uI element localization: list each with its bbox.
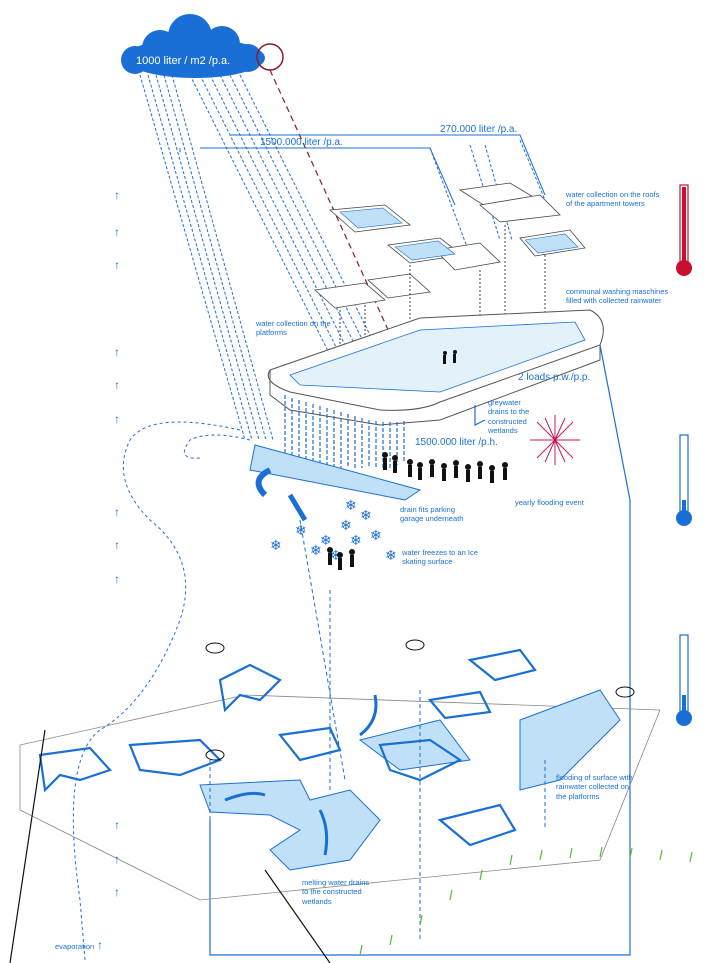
rain-cloud — [121, 14, 265, 78]
svg-text:❄: ❄ — [295, 523, 307, 539]
svg-text:❄: ❄ — [350, 533, 362, 549]
flooding-event-label: yearly flooding event — [515, 498, 584, 507]
evaporation-arrow-10: ↑ — [114, 818, 120, 832]
melting-label: melting water drains to the constructed … — [302, 878, 370, 906]
grass — [359, 846, 693, 956]
evaporation-arrow-8: ↑ — [114, 538, 120, 552]
thermometer-cold — [676, 434, 692, 526]
evaporation-markers — [205, 639, 635, 761]
greywater-label: greywater drains to the constructed wetl… — [488, 398, 530, 436]
evaporation-label: evaporation — [55, 942, 95, 951]
svg-text:❄: ❄ — [345, 498, 357, 514]
evaporation-arrow-13: ↑ — [97, 938, 103, 952]
flow-towers-label: 270.000 liter /p.a. — [440, 124, 518, 135]
evaporation-arrow-4: ↑ — [114, 345, 120, 359]
evaporation-arrow-7: ↑ — [114, 505, 120, 519]
platform — [267, 309, 604, 426]
flow-platforms-label: 1500.000 liter /p.a. — [260, 137, 343, 148]
evaporation-arrow-2: ↑ — [114, 225, 120, 239]
svg-text:❄: ❄ — [310, 543, 322, 559]
svg-text:❄: ❄ — [370, 528, 382, 544]
svg-text:❄: ❄ — [360, 508, 372, 524]
crowd — [327, 350, 508, 570]
evaporation-arrow-11: ↑ — [114, 852, 120, 866]
ice-volume-label: 1500.000 liter /p.h. — [415, 437, 498, 448]
evaporation-arrow-9: ↑ — [114, 572, 120, 586]
wetland-flood — [199, 689, 621, 871]
dashed-drains — [209, 519, 546, 940]
washing-loads-label: 2 loads p.w./p.p. — [518, 372, 591, 383]
water-curtain — [284, 395, 405, 468]
ice-slab — [249, 444, 422, 522]
surface-flooding-label: flooding of surface with rainwater colle… — [556, 773, 633, 801]
evaporation-arrow-6: ↑ — [114, 412, 120, 426]
ground-black-line-2 — [264, 869, 331, 963]
thermometer-mild — [676, 634, 692, 726]
parking-drain-label: drain fits parking garage underneath — [400, 505, 464, 524]
svg-text:❄: ❄ — [385, 548, 397, 564]
snowflakes: ❄❄❄ ❄❄❄ ❄❄❄ ❄❄ — [270, 498, 397, 564]
building-footprints — [38, 648, 537, 847]
thermometer-hot — [676, 184, 692, 276]
ice-surface-label: water freezes to an Ice skating surface — [402, 548, 478, 567]
ground-black-line — [9, 729, 46, 963]
svg-text:❄: ❄ — [320, 533, 332, 549]
wetland-arrows — [224, 694, 378, 856]
evaporation-arrow-3: ↑ — [114, 258, 120, 272]
evaporation-arrow-5: ↑ — [114, 378, 120, 392]
rain-streams — [139, 74, 401, 441]
svg-text:❄: ❄ — [340, 518, 352, 534]
cloud-label: 1000 liter / m2 /p.a. — [136, 55, 231, 67]
fireworks — [530, 415, 580, 465]
evaporation-arrow-1: ↑ — [114, 188, 120, 202]
tower-roofs — [314, 182, 586, 309]
flow-lines — [179, 134, 546, 256]
platform-collection-label: water collection on the platforms — [256, 319, 331, 338]
dashed-loop — [72, 421, 251, 961]
washing-machines-label: communal washing maschines filled with c… — [566, 287, 669, 306]
tower-roof-inners — [339, 207, 579, 261]
roof-collection-label: water collection on the roofs of the apa… — [566, 190, 660, 209]
evaporation-arrow-12: ↑ — [114, 885, 120, 899]
svg-text:❄: ❄ — [270, 538, 282, 554]
ground-plane — [19, 694, 661, 901]
svg-text:❄: ❄ — [330, 548, 342, 564]
